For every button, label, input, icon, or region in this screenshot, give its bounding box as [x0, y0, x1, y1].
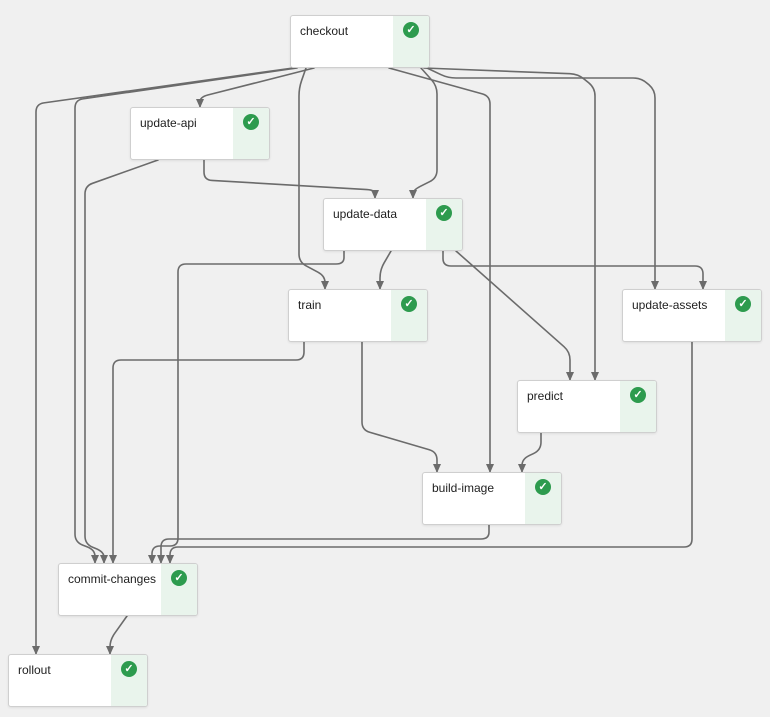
edge-checkout-commit-changes: [74, 67, 298, 564]
edge-checkout-build-image: [388, 67, 494, 473]
edge-build-image-commit-changes: [157, 524, 490, 564]
stage-label: rollout: [18, 663, 51, 677]
edge-checkout-rollout: [32, 67, 294, 655]
edge-checkout-predict: [423, 67, 599, 381]
status-strip: ✓: [725, 290, 761, 341]
edge-train-commit-changes: [109, 341, 305, 564]
edge-update-data-commit-changes: [148, 250, 345, 564]
success-check-icon: ✓: [243, 114, 259, 130]
stage-label: commit-changes: [68, 572, 157, 586]
edge-checkout-update-api: [196, 67, 315, 108]
stage-node-build-image[interactable]: build-image ✓: [422, 472, 562, 525]
stage-label: checkout: [300, 24, 349, 38]
status-strip: ✓: [525, 473, 561, 524]
edge-update-api-commit-changes: [84, 159, 159, 564]
edge-checkout-train: [298, 67, 329, 290]
stage-label: update-data: [333, 207, 398, 221]
stage-node-update-api[interactable]: update-api ✓: [130, 107, 270, 160]
success-check-icon: ✓: [735, 296, 751, 312]
success-check-icon: ✓: [171, 570, 187, 586]
stage-node-commit-changes[interactable]: commit-changes ✓: [58, 563, 198, 616]
stage-node-update-assets[interactable]: update-assets ✓: [622, 289, 762, 342]
edge-train-build-image: [361, 341, 441, 473]
stage-node-checkout[interactable]: checkout ✓: [290, 15, 430, 68]
stage-label: train: [298, 298, 322, 312]
stage-node-update-data[interactable]: update-data ✓: [323, 198, 463, 251]
success-check-icon: ✓: [121, 661, 137, 677]
status-strip: ✓: [161, 564, 197, 615]
status-strip: ✓: [393, 16, 429, 67]
success-check-icon: ✓: [630, 387, 646, 403]
stage-label: predict: [527, 389, 564, 403]
edge-commit-changes-rollout: [106, 615, 128, 655]
success-check-icon: ✓: [535, 479, 551, 495]
status-strip: ✓: [620, 381, 656, 432]
stage-label: build-image: [432, 481, 495, 495]
edge-predict-build-image: [518, 432, 542, 473]
edge-update-data-update-assets: [442, 250, 707, 290]
edge-update-api-update-data: [203, 159, 379, 199]
stage-label: update-api: [140, 116, 197, 130]
success-check-icon: ✓: [436, 205, 452, 221]
stage-node-rollout[interactable]: rollout ✓: [8, 654, 148, 707]
status-strip: ✓: [391, 290, 427, 341]
edge-update-assets-commit-changes: [166, 341, 693, 564]
stage-node-train[interactable]: train ✓: [288, 289, 428, 342]
status-strip: ✓: [426, 199, 462, 250]
success-check-icon: ✓: [403, 22, 419, 38]
edge-checkout-update-assets: [426, 67, 659, 290]
status-strip: ✓: [233, 108, 269, 159]
success-check-icon: ✓: [401, 296, 417, 312]
stage-label: update-assets: [632, 298, 708, 312]
status-strip: ✓: [111, 655, 147, 706]
stage-node-predict[interactable]: predict ✓: [517, 380, 657, 433]
edge-update-data-predict: [455, 250, 574, 381]
edge-checkout-update-data: [409, 67, 438, 199]
edge-update-data-train: [376, 250, 392, 290]
